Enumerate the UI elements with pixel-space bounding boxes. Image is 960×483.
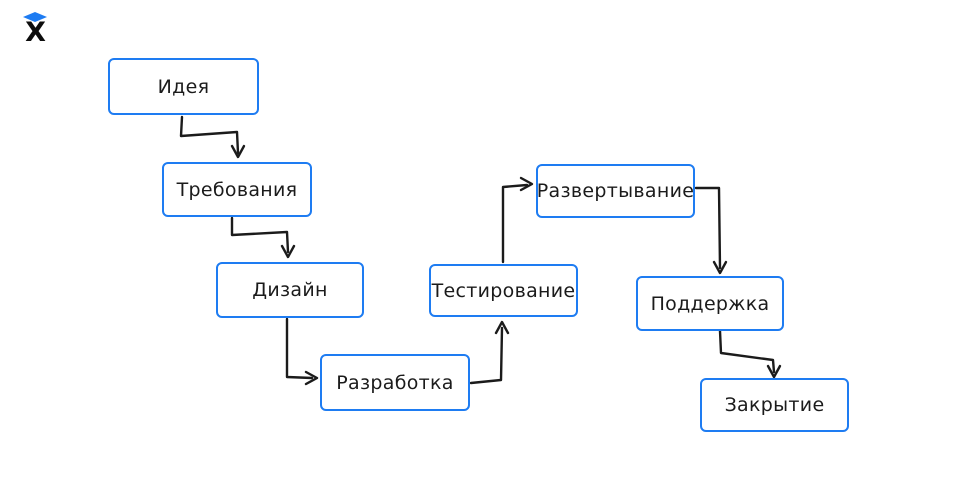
arrow-idea-to-requirements[interactable] [179,115,246,159]
node-support[interactable]: Поддержка [636,276,784,331]
arrow-support-to-closure[interactable] [718,329,782,379]
node-support-label: Поддержка [650,292,770,315]
node-deployment-label: Развертывание [536,180,695,202]
node-testing[interactable]: Тестирование [429,264,578,317]
node-idea-label: Идея [157,75,210,98]
graduation-cap-icon [23,12,47,22]
node-idea[interactable]: Идея [108,58,259,115]
logo-letter: X [25,17,46,48]
arrow-deployment-to-support[interactable] [694,186,728,275]
node-requirements[interactable]: Требования [162,162,312,217]
arrow-development-to-testing[interactable] [469,320,510,385]
logo: X [20,12,50,46]
node-design-label: Дизайн [252,279,328,301]
node-development-label: Разработка [336,371,454,394]
node-requirements-label: Требования [176,178,298,201]
node-testing-label: Тестирование [431,279,576,302]
node-development[interactable]: Разработка [320,354,470,411]
arrow-requirements-to-design[interactable] [230,216,296,259]
node-closure-label: Закрытие [724,394,825,416]
node-closure[interactable]: Закрытие [700,378,849,432]
arrow-design-to-development[interactable] [285,317,319,386]
node-design[interactable]: Дизайн [216,262,364,318]
node-deployment[interactable]: Развертывание [536,164,695,218]
arrow-testing-to-deployment[interactable] [501,176,534,264]
